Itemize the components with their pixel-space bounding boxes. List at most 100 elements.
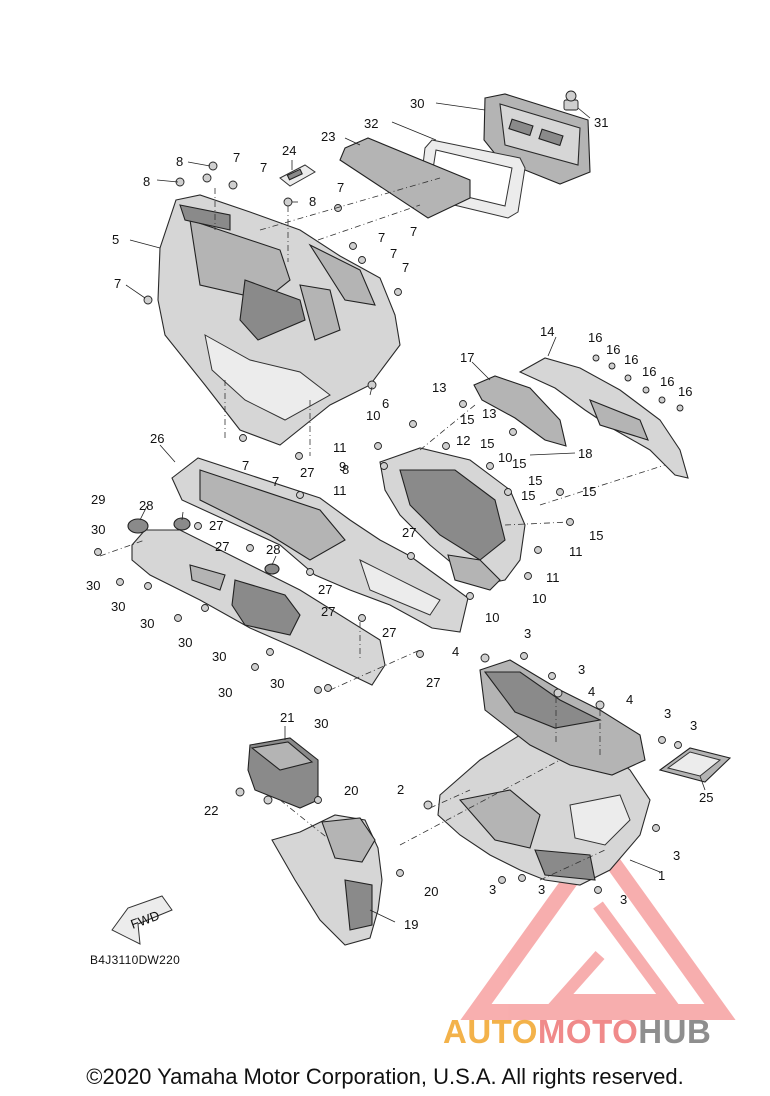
- watermark-logo: [460, 828, 736, 1020]
- callout: 3: [690, 718, 697, 733]
- part-25-tray: [658, 747, 732, 783]
- part-19-bracket: [271, 814, 383, 946]
- callout: 24: [282, 143, 296, 158]
- callout: 3: [538, 882, 545, 897]
- callout: 30: [86, 578, 100, 593]
- diagram-code: B4J3110DW220: [90, 953, 180, 967]
- callout: 16: [642, 364, 656, 379]
- callout: 29: [91, 492, 105, 507]
- callout: 21: [280, 710, 294, 725]
- callout: 11: [546, 570, 560, 585]
- callout: 25: [699, 790, 713, 805]
- callout: 30: [218, 685, 232, 700]
- callout: 27: [402, 525, 416, 540]
- callout: 4: [588, 684, 595, 699]
- callout: 13: [432, 380, 446, 395]
- callout: 3: [489, 882, 496, 897]
- callout: 30: [270, 676, 284, 691]
- part-28-grommet-b: [264, 563, 280, 575]
- part-17-cover: [473, 375, 567, 447]
- part-32-fastener: [563, 90, 579, 111]
- callout: 28: [139, 498, 153, 513]
- part-26-rail: [171, 457, 469, 633]
- part-29-floor: [131, 529, 386, 686]
- callout: 11: [569, 544, 583, 559]
- callout: 15: [582, 484, 596, 499]
- callout: 16: [624, 352, 638, 367]
- callout: 10: [532, 591, 546, 606]
- callout: 20: [424, 884, 438, 899]
- callout: 10: [366, 408, 380, 423]
- callout: 15: [521, 488, 535, 503]
- callout: 8: [342, 462, 349, 477]
- callouts: 1 2 3 3 3 3 3 3 3 3 4 4 4 5 6 7 7 7 7 7 …: [86, 96, 713, 932]
- callout: 27: [318, 582, 332, 597]
- callout: 30: [178, 635, 192, 650]
- callout: 30: [111, 599, 125, 614]
- callout: 7: [410, 224, 417, 239]
- callout: 12: [456, 433, 470, 448]
- callout: 11: [333, 440, 347, 455]
- callout: 7: [242, 458, 249, 473]
- callout: 15: [528, 473, 542, 488]
- callout: 15: [480, 436, 494, 451]
- fasteners: [94, 161, 684, 894]
- callout: 7: [260, 160, 267, 175]
- callout: 3: [620, 892, 627, 907]
- watermark-part-2: MOTO: [537, 1013, 639, 1050]
- callout: 15: [512, 456, 526, 471]
- callout: 4: [626, 692, 633, 707]
- callout: 22: [204, 803, 218, 818]
- callout: 27: [321, 604, 335, 619]
- callout: 27: [426, 675, 440, 690]
- callout: 7: [402, 260, 409, 275]
- callout: 17: [460, 350, 474, 365]
- callout: 6: [382, 396, 389, 411]
- callout: 30: [410, 96, 424, 111]
- callout: 20: [344, 783, 358, 798]
- callout: 10: [485, 610, 499, 625]
- callout: 27: [215, 539, 229, 554]
- callout: 31: [594, 115, 608, 130]
- watermark-wordmark: AUTOMOTOHUB: [443, 1013, 763, 1053]
- part-29-grommet: [127, 518, 149, 534]
- watermark-part-3: HUB: [638, 1013, 712, 1050]
- callout: 30: [91, 522, 105, 537]
- callout: 16: [606, 342, 620, 357]
- callout: 16: [660, 374, 674, 389]
- callout: 1: [658, 868, 665, 883]
- callout: 27: [209, 518, 223, 533]
- callout: 9: [339, 459, 346, 474]
- callout: 16: [588, 330, 602, 345]
- alignment-lines: [99, 177, 666, 881]
- callout: 26: [150, 431, 164, 446]
- part-5-upper-cover: [157, 194, 401, 446]
- callout: 30: [140, 616, 154, 631]
- callout: 7: [114, 276, 121, 291]
- callout: 3: [578, 662, 585, 677]
- callout: 4: [452, 644, 459, 659]
- part-24-clip: [279, 164, 316, 187]
- part-1-tub: [437, 659, 651, 886]
- callout: 5: [112, 232, 119, 247]
- callout: 27: [382, 625, 396, 640]
- callout: 13: [482, 406, 496, 421]
- part-18-frame: [379, 447, 526, 591]
- callout: 7: [272, 474, 279, 489]
- callout: 10: [498, 450, 512, 465]
- callout: 7: [337, 180, 344, 195]
- callout: 30: [314, 716, 328, 731]
- callout: 3: [524, 626, 531, 641]
- watermark-part-1: AUTO: [443, 1013, 538, 1050]
- callout: 3: [664, 706, 671, 721]
- callout: 27: [300, 465, 314, 480]
- callout: 11: [333, 483, 347, 498]
- callout: 3: [673, 848, 680, 863]
- leader-lines: [125, 102, 706, 923]
- callout: 7: [378, 230, 385, 245]
- callout: 19: [404, 917, 418, 932]
- part-23-panel: [339, 137, 471, 219]
- callout: 2: [397, 782, 404, 797]
- part-21-box: [247, 737, 319, 809]
